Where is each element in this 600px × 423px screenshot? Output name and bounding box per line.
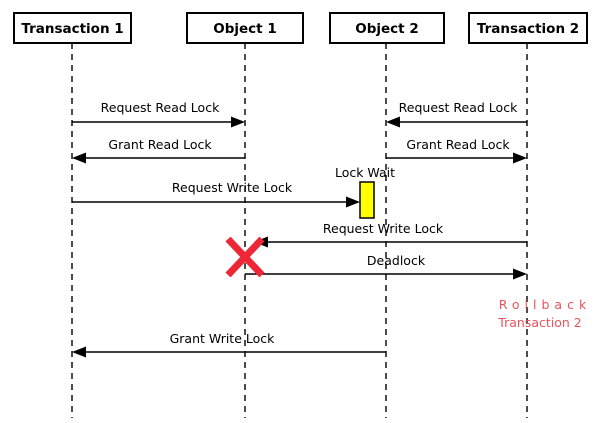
- message-label: Grant Read Lock: [108, 137, 212, 152]
- lock-wait-activation[interactable]: Lock Wait: [335, 165, 395, 219]
- message-label: Grant Write Lock: [170, 331, 276, 346]
- deadlock-x-stroke-2: [225, 236, 265, 278]
- arrowhead-right-icon: [231, 116, 245, 128]
- participant-label-transaction-1: Transaction 1: [21, 21, 123, 37]
- rollback-note: Rollback Transaction 2: [497, 297, 591, 330]
- message-label: Grant Read Lock: [406, 137, 510, 152]
- arrowhead-right-icon: [513, 152, 527, 164]
- arrowhead-left-icon: [386, 116, 400, 128]
- participant-label-object-2: Object 2: [355, 21, 418, 37]
- arrowhead-left-icon: [72, 152, 86, 164]
- participant-box-transaction-2[interactable]: Transaction 2: [468, 12, 588, 44]
- arrowhead-left-icon: [72, 346, 86, 358]
- message-request-read-lock-t1-o1[interactable]: Request Read Lock: [72, 100, 245, 128]
- rollback-note-line-2: Transaction 2: [497, 315, 581, 330]
- message-grant-read-lock-o1-t1[interactable]: Grant Read Lock: [72, 137, 245, 164]
- lock-wait-bar: [359, 181, 375, 219]
- message-deadlock-o1-t2[interactable]: Deadlock: [245, 253, 527, 280]
- participant-box-transaction-1[interactable]: Transaction 1: [13, 12, 132, 44]
- message-request-write-lock-t1-o2[interactable]: Request Write Lock: [72, 180, 360, 208]
- message-label: Request Read Lock: [101, 100, 220, 115]
- participant-label-transaction-2: Transaction 2: [477, 21, 579, 37]
- message-request-read-lock-t2-o2[interactable]: Request Read Lock: [386, 100, 527, 128]
- participant-box-rect: [186, 12, 304, 44]
- rollback-note-line-1: Rollback: [499, 297, 591, 312]
- participant-box-rect: [329, 12, 445, 44]
- participant-label-object-1: Object 1: [213, 21, 276, 37]
- arrowhead-right-icon: [346, 196, 360, 208]
- message-label: Request Read Lock: [399, 100, 518, 115]
- message-grant-read-lock-o2-t2[interactable]: Grant Read Lock: [386, 137, 527, 164]
- lock-wait-label: Lock Wait: [335, 165, 395, 180]
- participant-box-rect: [13, 12, 132, 44]
- message-grant-write-lock-o2-t1[interactable]: Grant Write Lock: [72, 331, 386, 358]
- participant-box-object-1[interactable]: Object 1: [186, 12, 304, 44]
- participant-box-rect: [468, 12, 588, 44]
- lifelines-group: [71, 43, 528, 418]
- message-label: Deadlock: [367, 253, 426, 268]
- deadlock-x-icon: [225, 236, 265, 278]
- message-request-write-lock-t2-o1[interactable]: Request Write Lock: [254, 221, 527, 248]
- message-label: Request Write Lock: [323, 221, 444, 236]
- participant-box-object-2[interactable]: Object 2: [329, 12, 445, 44]
- arrowhead-right-icon: [513, 268, 527, 280]
- message-label: Request Write Lock: [172, 180, 293, 195]
